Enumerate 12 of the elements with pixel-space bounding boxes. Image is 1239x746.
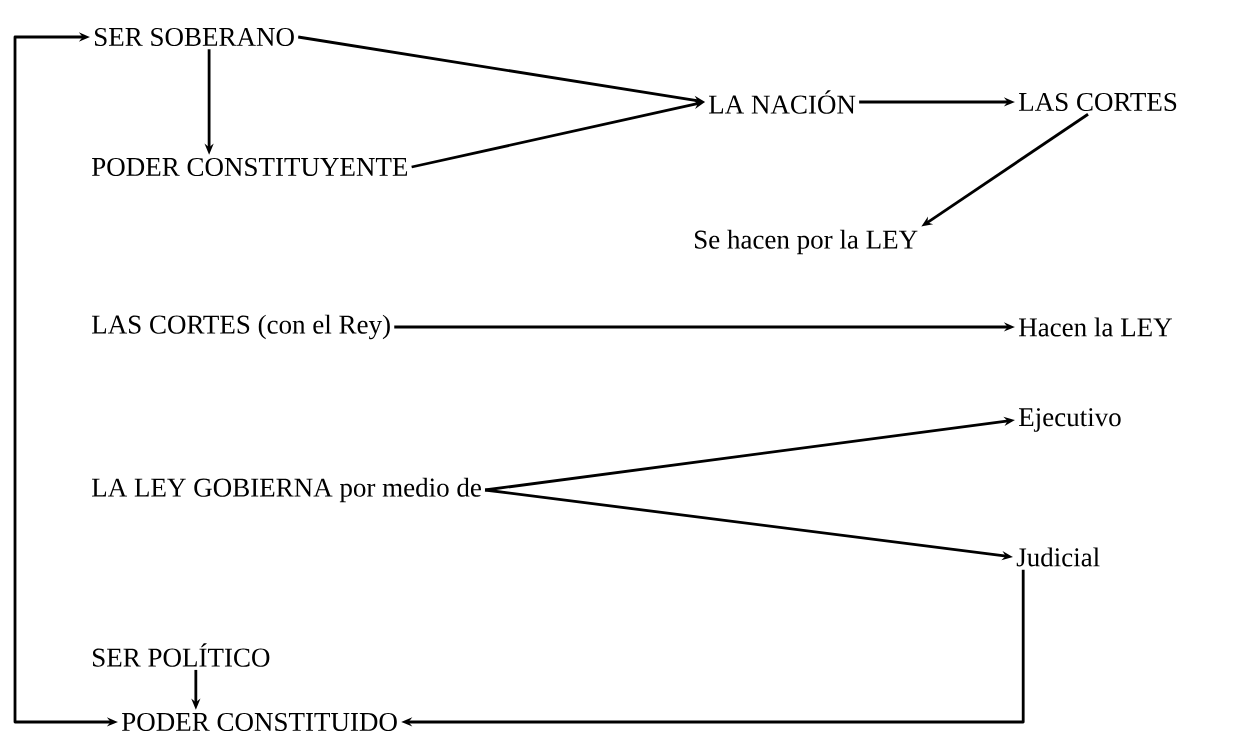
text-label: PODER CONSTITUIDO <box>122 712 397 732</box>
text-label: LAS CORTES (con el Rey) <box>92 314 390 340</box>
text-label: SER SOBERANO <box>95 27 294 47</box>
text-label: Se hacen por la LEY <box>695 229 918 255</box>
text-label: Hacen la LEY <box>1019 317 1172 337</box>
text-label: LAS CORTES <box>1019 92 1177 112</box>
text-label: Judicial <box>1016 547 1100 567</box>
text-label: Ejecutivo <box>1019 408 1121 432</box>
text-label: SER POLÍTICO <box>93 643 270 667</box>
text-label: LA LEY GOBIERNA por medio de <box>92 477 481 503</box>
text-label: LA NACIÓN <box>709 90 856 114</box>
text-label: PODER CONSTITUYENTE <box>92 157 408 177</box>
